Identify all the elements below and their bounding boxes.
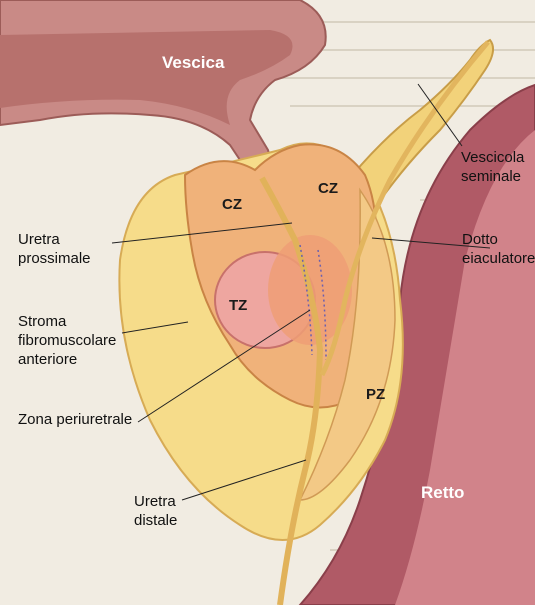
periurethral-zone-label: Zona periuretrale: [18, 410, 158, 429]
distal-urethra-label: Uretra distale: [134, 492, 194, 530]
peripheral-zone-label: PZ: [366, 386, 385, 403]
seminal-vesicle-label: Vescicola seminale: [461, 148, 535, 186]
fibromuscular-stroma-label: Stroma fibromuscolare anteriore: [18, 312, 130, 369]
proximal-urethra-label: Uretra prossimale: [18, 230, 110, 268]
central-zone-label-left: CZ: [222, 196, 242, 213]
ejaculatory-duct-label: Dotto eiaculatore: [462, 230, 534, 268]
bladder-label: Vescica: [162, 53, 224, 73]
transition-zone-label: TZ: [229, 297, 247, 314]
central-zone-label-right: CZ: [318, 180, 338, 197]
rectum-label: Retto: [421, 483, 464, 503]
